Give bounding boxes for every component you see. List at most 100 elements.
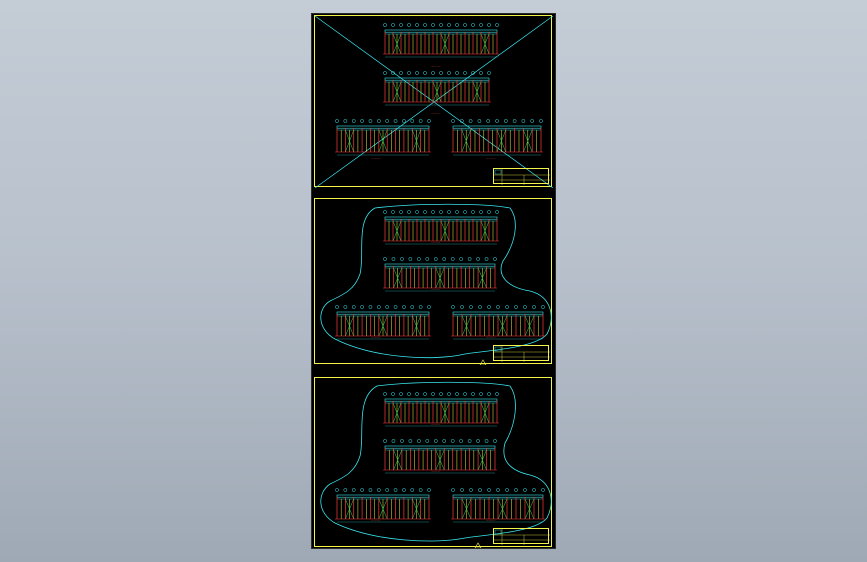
axis-bubble-icon	[391, 23, 395, 27]
axis-bubble-icon	[439, 71, 443, 75]
revision-marker-2	[479, 359, 487, 365]
axis-bubble-icon	[407, 23, 411, 27]
axis-bubble-icon	[469, 305, 473, 309]
axis-bubble-icon	[477, 119, 482, 123]
drawing-sheet-1[interactable]: ——— ——— ——— ———	[314, 15, 553, 188]
frame-elevation-1-4	[451, 119, 543, 156]
axis-bubble-icon	[368, 119, 373, 123]
logo-icon	[494, 169, 502, 175]
axis-bubble-icon	[360, 488, 364, 492]
drawing-sheet-3[interactable]: ——— ——— ——— ———	[314, 377, 552, 548]
axis-bubble-icon	[400, 439, 404, 443]
axis-bubble-icon	[427, 305, 431, 309]
roof-beam	[452, 125, 542, 129]
axis-bubble-icon	[427, 119, 431, 123]
drawing-sheet-2[interactable]: ——— ——— ——— ———	[314, 198, 552, 365]
brace	[524, 315, 535, 337]
sheet-1-graphics	[315, 16, 553, 188]
axis-bubble-icon	[407, 392, 411, 396]
logo-icon	[494, 529, 502, 535]
revision-marker-3	[474, 542, 482, 548]
axis-bubble-icon	[410, 305, 415, 309]
axis-bubble-icon	[493, 439, 497, 443]
axis-bubble-icon	[469, 488, 473, 492]
axis-bubble-icon	[505, 305, 509, 309]
axis-bubble-icon	[487, 488, 491, 492]
brace	[477, 449, 487, 471]
brace	[480, 220, 490, 242]
axis-bubble-icon	[439, 210, 443, 214]
axis-bubble-icon	[418, 488, 423, 492]
axis-bubble-icon	[530, 119, 535, 123]
axis-bubble-icon	[383, 439, 387, 443]
axis-bubble-icon	[431, 71, 435, 75]
axis-bubble-icon	[383, 23, 387, 27]
axis-bubble-icon	[418, 305, 423, 309]
sheet-2-graphics	[320, 203, 552, 365]
drawing-viewport[interactable]: ——— ——— ——— ——— ——— ——— ——— ——— ——— ——— …	[311, 13, 556, 549]
brace	[412, 315, 421, 337]
axis-bubble-icon	[427, 488, 431, 492]
axis-bubble-icon	[455, 23, 459, 27]
axis-bubble-icon	[442, 257, 447, 261]
axis-bubble-icon	[484, 257, 489, 261]
frame-elevation-3-1	[383, 392, 499, 427]
axis-bubble-icon	[479, 210, 483, 214]
view-label-3-3: ———	[371, 518, 381, 522]
axis-bubble-icon	[423, 23, 427, 27]
axis-bubble-icon	[433, 257, 438, 261]
brace	[345, 129, 354, 153]
axis-bubble-icon	[471, 71, 475, 75]
axis-bubble-icon	[383, 210, 387, 214]
roof-beam	[336, 494, 430, 498]
view-label-1-2: ———	[431, 111, 441, 115]
brace	[392, 402, 402, 424]
frame-elevation-1-3	[335, 119, 431, 156]
axis-bubble-icon	[463, 392, 467, 396]
axis-bubble-icon	[335, 119, 339, 123]
brace	[477, 267, 487, 289]
axis-bubble-icon	[399, 210, 403, 214]
axis-bubble-icon	[523, 488, 527, 492]
axis-bubble-icon	[360, 305, 364, 309]
frame-elevation-3-2	[383, 439, 497, 474]
roof-beam	[384, 77, 490, 81]
axis-bubble-icon	[335, 305, 339, 309]
axis-bubble-icon	[368, 488, 373, 492]
axis-bubble-icon	[439, 23, 443, 27]
axis-bubble-icon	[539, 119, 543, 123]
roof-beam	[384, 216, 498, 220]
axis-bubble-icon	[459, 119, 464, 123]
axis-bubble-icon	[447, 392, 451, 396]
axis-bubble-icon	[487, 392, 491, 396]
axis-bubble-icon	[391, 439, 396, 443]
axis-bubble-icon	[450, 257, 455, 261]
axis-bubble-icon	[385, 488, 390, 492]
axis-bubble-icon	[335, 488, 339, 492]
axis-bubble-icon	[415, 71, 419, 75]
axis-bubble-icon	[523, 305, 527, 309]
view-label-2-2: ———	[431, 287, 441, 291]
axis-bubble-icon	[467, 439, 472, 443]
brace	[472, 81, 482, 103]
axis-bubble-icon	[479, 23, 483, 27]
view-label-3-2: ———	[431, 469, 441, 473]
axis-bubble-icon	[351, 305, 356, 309]
brace	[461, 498, 472, 520]
view-label-2-4: ———	[486, 335, 496, 339]
axis-bubble-icon	[385, 119, 390, 123]
axis-bubble-icon	[351, 488, 356, 492]
frame-elevation-2-4	[451, 305, 545, 340]
brace	[524, 498, 535, 520]
axis-bubble-icon	[505, 488, 509, 492]
roof-beam	[384, 445, 496, 449]
brace	[440, 33, 450, 55]
brace	[461, 315, 472, 337]
roof-beam	[336, 311, 430, 315]
title-block-2	[493, 345, 550, 362]
axis-bubble-icon	[450, 439, 455, 443]
axis-bubble-icon	[451, 305, 455, 309]
axis-bubble-icon	[431, 23, 435, 27]
axis-bubble-icon	[447, 23, 451, 27]
view-label-1-3: ———	[371, 156, 381, 160]
